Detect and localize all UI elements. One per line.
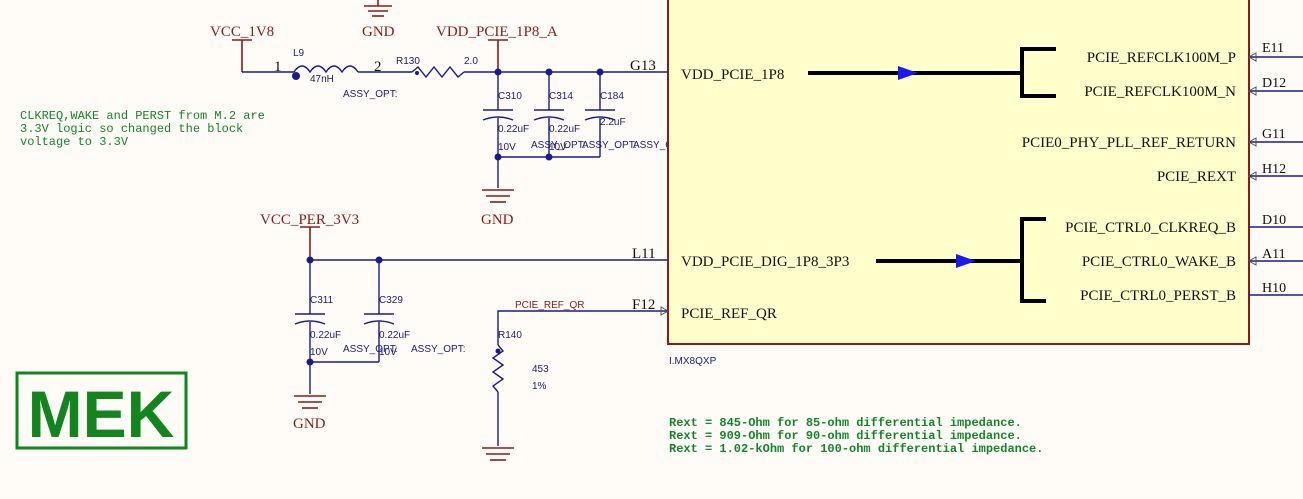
vcc-per-3v3-power-symbol bbox=[300, 226, 320, 260]
c184-ref: C184 bbox=[600, 91, 624, 102]
c329-voltage: 10V bbox=[379, 347, 397, 358]
c329-value: 0.22uF bbox=[379, 330, 410, 341]
capacitor-c311 bbox=[294, 260, 326, 362]
note-clkreq-line-2: 3.3V logic so changed the block bbox=[20, 122, 243, 136]
capacitor-c329 bbox=[363, 260, 395, 362]
c314-ref: C314 bbox=[549, 91, 573, 102]
vcc-per-3v3-label: VCC_PER_3V3 bbox=[260, 212, 359, 228]
mek-logo-frame bbox=[15, 371, 188, 450]
gnd-symbol-top bbox=[364, 0, 392, 17]
mek-logo-text: MEK bbox=[28, 377, 175, 451]
pin-num-d12: D12 bbox=[1262, 76, 1286, 91]
pcie-ref-qr-net-label: PCIE_REF_QR bbox=[515, 300, 584, 311]
l9-value: 47nH bbox=[310, 74, 334, 85]
l9-pin2: 2 bbox=[374, 59, 382, 75]
note-clkreq-line-1: CLKREQ,WAKE and PERST from M.2 are bbox=[20, 109, 265, 123]
l9-pin1: 1 bbox=[274, 59, 282, 75]
pin-num-d10: D10 bbox=[1262, 213, 1286, 228]
l9-ref: L9 bbox=[293, 48, 305, 59]
vcc-1v8-label: VCC_1V8 bbox=[210, 24, 274, 40]
pin-name-refclk-n: PCIE_REFCLK100M_N bbox=[1084, 84, 1236, 100]
r130-pin-dot bbox=[415, 71, 419, 75]
pin-name-vdd-pcie-dig: VDD_PCIE_DIG_1P8_3P3 bbox=[681, 254, 849, 270]
l9-pin1-dot bbox=[292, 72, 300, 80]
c329-ref: C329 bbox=[379, 295, 403, 306]
pin-num-f12: F12 bbox=[632, 297, 655, 313]
r130-value: 2.0 bbox=[464, 56, 478, 67]
note-clkreq-line-3: voltage to 3.3V bbox=[20, 135, 129, 149]
c184-assy-opt: ASSY_OPT: bbox=[582, 140, 636, 151]
pin-f12-io-arrow bbox=[660, 306, 670, 316]
pin-name-pcie-rext: PCIE_REXT bbox=[1157, 169, 1236, 185]
r140-pin-dot bbox=[495, 348, 501, 354]
gnd-label-1: GND bbox=[481, 212, 514, 228]
c311-assy-opt: ASSY_OPT: bbox=[343, 344, 397, 355]
c184-value: 2.2uF bbox=[600, 117, 626, 128]
pin-name-wake-b: PCIE_CTRL0_WAKE_B bbox=[1082, 254, 1236, 270]
c329-assy-opt: ASSY_OPT: bbox=[411, 344, 465, 355]
pin-num-g13: G13 bbox=[630, 58, 656, 74]
gnd-symbol-1 bbox=[482, 189, 514, 203]
c310-ref: C310 bbox=[498, 91, 522, 102]
r140-tolerance: 1% bbox=[532, 381, 547, 392]
r140-value: 453 bbox=[532, 364, 549, 375]
vdd-pcie-1p8-a-label: VDD_PCIE_1P8_A bbox=[436, 24, 558, 40]
c314-assy-opt: ASSY_OPT: bbox=[531, 140, 585, 151]
pin-name-refclk-p: PCIE_REFCLK100M_P bbox=[1087, 50, 1236, 66]
vdd-pcie-1p8-a-power-symbol bbox=[488, 39, 508, 72]
pin-name-vdd-pcie-1p8: VDD_PCIE_1P8 bbox=[681, 67, 784, 83]
pin-num-a11: A11 bbox=[1262, 247, 1286, 262]
pin-num-h12: H12 bbox=[1262, 162, 1286, 177]
note-rext-line-3: Rext = 1.02-kOhm for 100-ohm differentia… bbox=[669, 442, 1043, 456]
c314-voltage: 10V bbox=[549, 142, 567, 153]
capacitor-c314 bbox=[533, 72, 565, 157]
note-rext-line-1: Rext = 845-Ohm for 85-ohm differential i… bbox=[669, 416, 1022, 430]
right-pin-io-arrows bbox=[1247, 52, 1257, 266]
pin-num-h10: H10 bbox=[1262, 281, 1286, 296]
capacitor-c310 bbox=[482, 72, 514, 157]
pin-name-pcie-ref-qr: PCIE_REF_QR bbox=[681, 306, 777, 322]
gnd-symbol-2 bbox=[294, 395, 326, 409]
resistor-r130 bbox=[411, 65, 465, 79]
block-arrow-top bbox=[808, 47, 1056, 98]
capacitor-c184 bbox=[584, 72, 616, 157]
c184-assy-opt-2: ASSY_OPT: bbox=[633, 140, 687, 151]
note-rext-line-2: Rext = 909-Ohm for 90-ohm differential i… bbox=[669, 429, 1022, 443]
pin-num-g11: G11 bbox=[1262, 127, 1286, 142]
vcc-1v8-power-symbol bbox=[232, 39, 252, 72]
gnd-label-top: GND bbox=[362, 24, 395, 40]
pin-num-e11: E11 bbox=[1262, 41, 1284, 56]
pin-num-l11: L11 bbox=[632, 246, 656, 262]
l9-assy-opt: ASSY_OPT: bbox=[343, 89, 397, 100]
gnd-symbol-3 bbox=[482, 447, 514, 461]
block-arrow-bottom bbox=[876, 217, 1046, 303]
c311-value: 0.22uF bbox=[310, 330, 341, 341]
inductor-l9 bbox=[293, 65, 359, 74]
r140-ref: R140 bbox=[498, 330, 522, 341]
r130-ref: R130 bbox=[396, 56, 420, 67]
c311-voltage: 10V bbox=[310, 347, 328, 358]
c314-value: 0.22uF bbox=[549, 124, 580, 135]
pin-name-clkreq-b: PCIE_CTRL0_CLKREQ_B bbox=[1065, 220, 1236, 236]
imx8qxp-chip-body bbox=[667, 0, 1250, 345]
pin-name-perst-b: PCIE_CTRL0_PERST_B bbox=[1080, 288, 1236, 304]
gnd-label-2: GND bbox=[293, 416, 326, 432]
pin-name-phy-pll-ref-return: PCIE0_PHY_PLL_REF_RETURN bbox=[1022, 135, 1236, 151]
c310-voltage: 10V bbox=[498, 142, 516, 153]
chip-part-name: I.MX8QXP bbox=[669, 356, 717, 367]
resistor-r140 bbox=[491, 344, 505, 393]
wire-pcie-ref-qr bbox=[497, 310, 668, 345]
junction-c314-bottom bbox=[545, 153, 553, 161]
right-pin-lines bbox=[1249, 56, 1303, 296]
c310-value: 0.22uF bbox=[498, 124, 529, 135]
c311-ref: C311 bbox=[310, 295, 334, 306]
